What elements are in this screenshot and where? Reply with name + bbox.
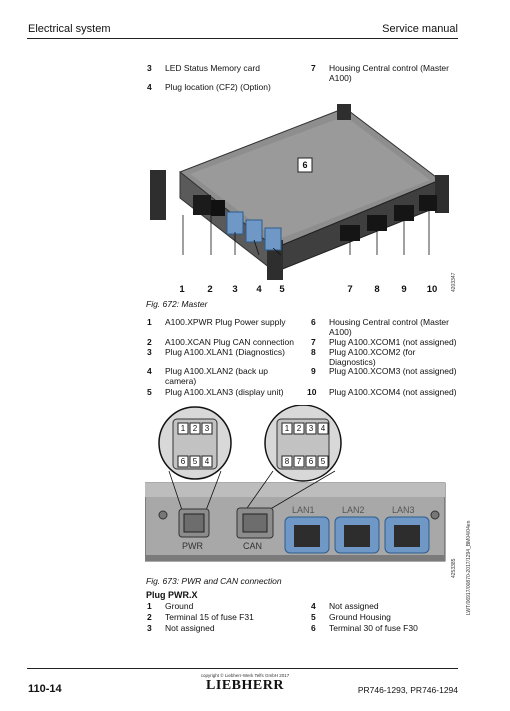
header-section-title: Electrical system: [28, 23, 111, 35]
port-label-lan2: LAN2: [342, 505, 365, 515]
legend-number: 2: [147, 612, 152, 622]
legend-number: 1: [147, 601, 152, 611]
pin-number: 4: [204, 457, 210, 466]
legend-text: Housing Central control (Master A100): [329, 317, 449, 337]
pin-number: 3: [308, 424, 314, 433]
header-manual-title: Service manual: [382, 23, 458, 35]
model-numbers: PR746-1293, PR746-1294: [357, 685, 458, 695]
legend-text: A100.XCAN Plug CAN connection: [165, 337, 294, 347]
callout-4: 4: [256, 284, 262, 295]
pin-number: 1: [284, 424, 290, 433]
item-number: 3: [147, 63, 152, 73]
plug-title: Plug PWR.X: [146, 590, 198, 600]
item-number: 4: [147, 82, 152, 92]
pin-number: 5: [192, 457, 198, 466]
pin-number: 6: [308, 457, 314, 466]
footer-rule: [27, 668, 458, 669]
header-rule: [27, 38, 458, 39]
master-unit-illustration: [150, 104, 449, 280]
copyright: copyright © Liebherr-Werk Telfs GmbH 201…: [200, 673, 290, 678]
legend-text: Plug A100.XCOM3 (not assigned): [329, 366, 457, 376]
legend-number: 3: [147, 623, 152, 633]
legend-number: 5: [147, 387, 152, 397]
callout-3: 3: [232, 284, 238, 295]
figure-id-code: 4203347: [451, 272, 457, 292]
pin-number: 1: [180, 424, 186, 433]
legend-text: Plug A100.XCOM4 (not assigned): [329, 387, 457, 397]
pin-number: 2: [192, 424, 198, 433]
legend-number: 6: [311, 317, 316, 327]
figure-caption: Fig. 673: PWR and CAN connection: [146, 576, 282, 586]
legend-text: Plug A100.XLAN3 (display unit): [165, 387, 284, 397]
port-label-lan3: LAN3: [392, 505, 415, 515]
pin-number: 7: [296, 457, 302, 466]
figure-caption: Fig. 672: Master: [146, 299, 208, 309]
item-text: Plug location (CF2) (Option): [165, 82, 271, 92]
callout-9: 9: [401, 284, 407, 295]
legend-number: 8: [311, 347, 316, 357]
callout-10: 10: [426, 284, 438, 295]
document-code: LWT/06917/00870-2017/1294_BM04/04en: [466, 520, 472, 615]
pin-number: 2: [296, 424, 302, 433]
callout-8: 8: [374, 284, 380, 295]
page-number: 110-14: [28, 683, 62, 695]
legend-text: Ground: [165, 601, 194, 611]
legend-number: 1: [147, 317, 152, 327]
callout-2: 2: [207, 284, 213, 295]
legend-number: 2: [147, 337, 152, 347]
callout-5: 5: [279, 284, 285, 295]
pin-number: 5: [320, 457, 326, 466]
brand-logo: LIEBHERR: [206, 678, 284, 693]
legend-text: Not assigned: [329, 601, 379, 611]
legend-text: Plug A100.XLAN2 (back up camera): [165, 366, 269, 386]
legend-number: 10: [307, 387, 317, 397]
legend-number: 4: [147, 366, 152, 376]
housing-callout: 6: [302, 160, 308, 170]
legend-text: Plug A100.XCOM1 (not assigned): [329, 337, 457, 347]
port-label-can: CAN: [243, 541, 263, 551]
port-label-pwr: PWR: [182, 541, 203, 551]
legend-text: Terminal 30 of fuse F30: [329, 623, 418, 633]
pin-number: 6: [180, 457, 186, 466]
legend-number: 7: [311, 337, 316, 347]
callout-7: 7: [347, 284, 353, 295]
legend-number: 5: [311, 612, 316, 622]
connector-illustration: [145, 405, 446, 562]
legend-text: Ground Housing: [329, 612, 391, 622]
pin-number: 8: [284, 457, 290, 466]
legend-text: A100.XPWR Plug Power supply: [165, 317, 286, 327]
legend-text: Plug A100.XCOM2 (for Diagnostics): [329, 347, 416, 367]
legend-number: 3: [147, 347, 152, 357]
legend-text: Terminal 15 of fuse F31: [165, 612, 254, 622]
callout-1: 1: [179, 284, 185, 295]
legend-number: 6: [311, 623, 316, 633]
legend-text: Plug A100.XLAN1 (Diagnostics): [165, 347, 286, 357]
figure-id-code: 4253385: [451, 558, 457, 578]
pin-number: 3: [204, 424, 210, 433]
port-label-lan1: LAN1: [292, 505, 315, 515]
item-text: LED Status Memory card: [165, 63, 260, 73]
legend-number: 4: [311, 601, 316, 611]
legend-number: 9: [311, 366, 316, 376]
item-text: Housing Central control (Master A100): [329, 63, 449, 83]
item-number: 7: [311, 63, 316, 73]
legend-text: Not assigned: [165, 623, 215, 633]
pin-number: 4: [320, 424, 326, 433]
